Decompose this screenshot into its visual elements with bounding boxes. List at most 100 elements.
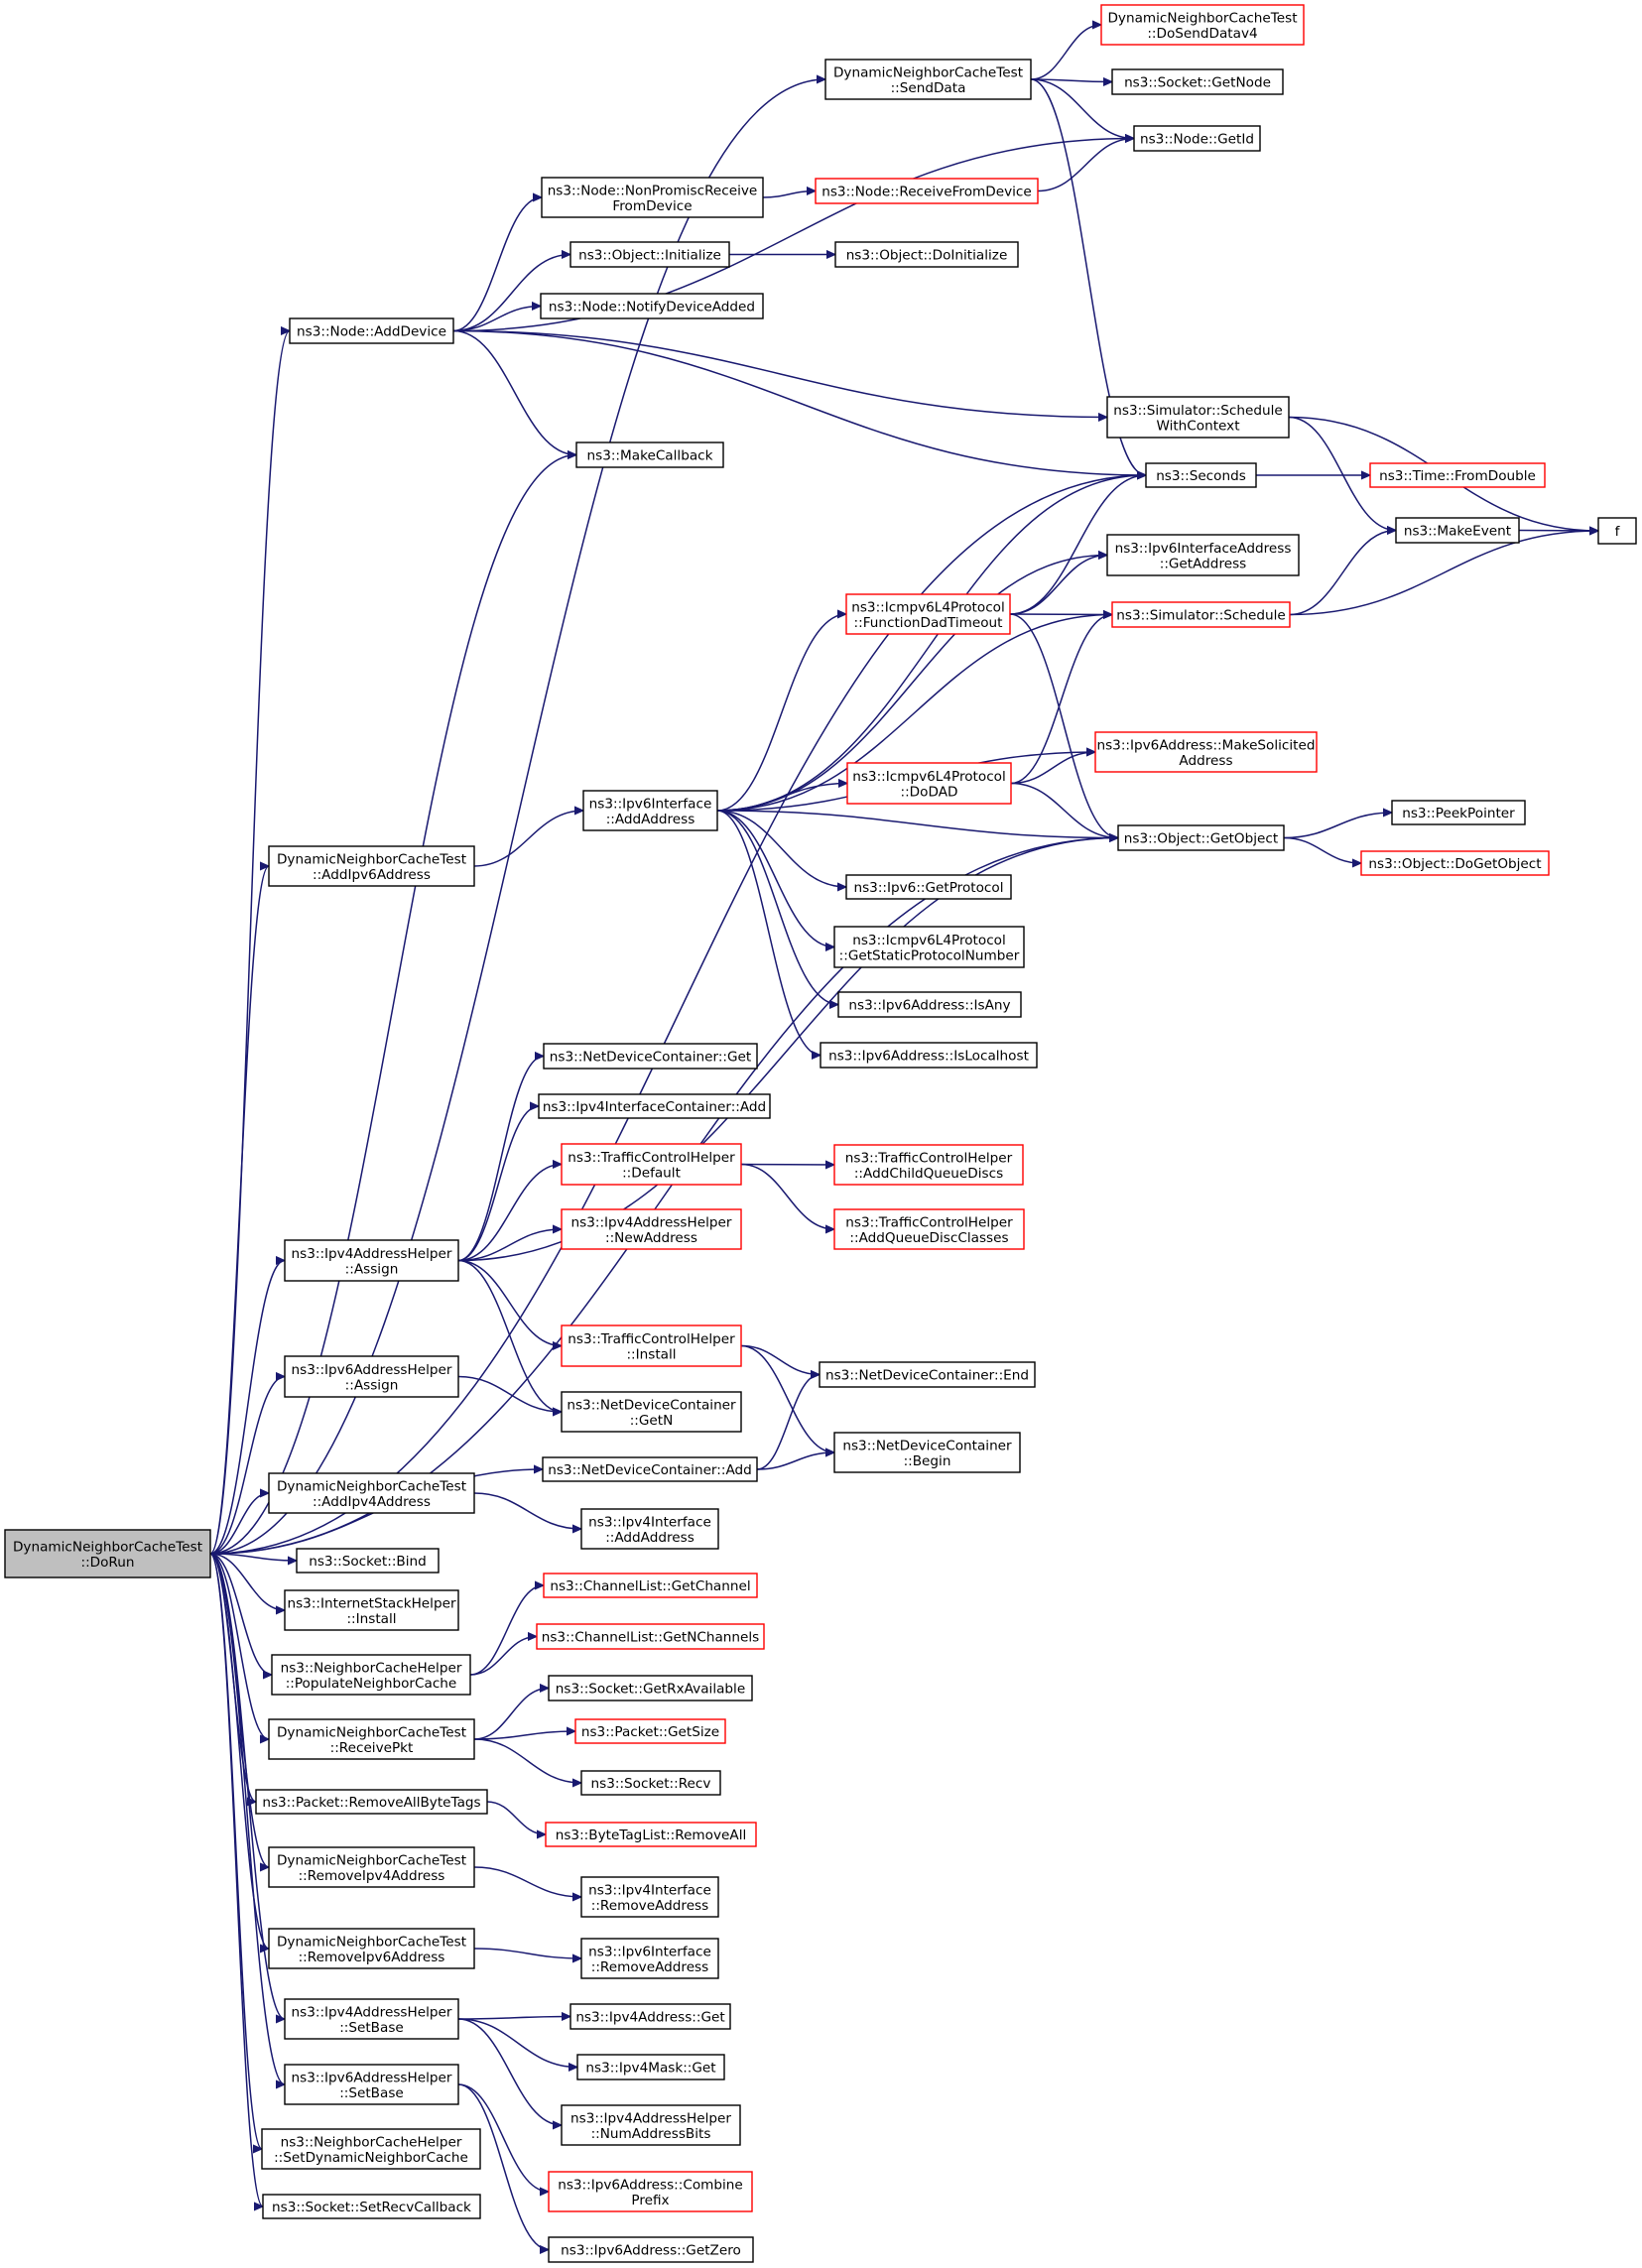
node-ipv6GetProtocol[interactable]: ns3::Ipv6::GetProtocol xyxy=(845,874,1012,900)
node-socketBind[interactable]: ns3::Socket::Bind xyxy=(296,1548,440,1574)
node-socketGetRxAvailable[interactable]: ns3::Socket::GetRxAvailable xyxy=(548,1675,753,1701)
node-tchAddQueueDiscClasses[interactable]: ns3::TrafficControlHelper::AddQueueDiscC… xyxy=(833,1208,1025,1250)
node-objDoInitialize[interactable]: ns3::Object::DoInitialize xyxy=(834,241,1019,268)
node-ipv6AddrHelperSetBase[interactable]: ns3::Ipv6AddressHelper::SetBase xyxy=(284,2064,459,2105)
edge-ipv4AddrHelperAssign-to-ipv4AddrHelperNewAddress xyxy=(457,1229,562,1262)
node-tchInstall[interactable]: ns3::TrafficControlHelper::Install xyxy=(561,1324,742,1367)
node-box xyxy=(820,1042,1038,1069)
node-makeEvent[interactable]: ns3::MakeEvent xyxy=(1395,517,1520,544)
node-box xyxy=(580,1508,719,1550)
node-makeCallback[interactable]: ns3::MakeCallback xyxy=(575,441,724,468)
node-removeIpv6Address[interactable]: DynamicNeighborCacheTest::RemoveIpv6Addr… xyxy=(268,1928,475,1969)
node-populateNeighborCache[interactable]: ns3::NeighborCacheHelper::PopulateNeighb… xyxy=(271,1654,471,1696)
node-receivePkt[interactable]: DynamicNeighborCacheTest::ReceivePkt xyxy=(268,1718,475,1760)
node-ndcEnd[interactable]: ns3::NetDeviceContainer::End xyxy=(819,1361,1036,1388)
node-ipv4MaskGet[interactable]: ns3::Ipv4Mask::Get xyxy=(576,2054,725,2080)
edge-receivePkt-to-socketRecv xyxy=(473,1738,581,1783)
node-removeIpv4Address[interactable]: DynamicNeighborCacheTest::RemoveIpv4Addr… xyxy=(268,1846,475,1888)
node-doSendDatav4[interactable]: DynamicNeighborCacheTest::DoSendDatav4 xyxy=(1100,4,1305,46)
node-box xyxy=(569,2003,731,2030)
edge-ipv6AddrHelperAssign-to-ndcGetN xyxy=(457,1375,562,1413)
node-label: ::AddQueueDiscClasses xyxy=(849,1230,1008,1246)
node-objDoGetObject[interactable]: ns3::Object::DoGetObject xyxy=(1360,850,1550,876)
node-label: ::AddIpv4Address xyxy=(313,1494,431,1510)
node-simSchedule[interactable]: ns3::Simulator::Schedule xyxy=(1111,601,1291,628)
node-timeFromDouble[interactable]: ns3::Time::FromDouble xyxy=(1369,462,1546,488)
node-box xyxy=(846,762,1012,805)
node-peekPointer[interactable]: ns3::PeekPointer xyxy=(1391,800,1526,825)
node-ndcGet[interactable]: ns3::NetDeviceContainer::Get xyxy=(543,1043,758,1070)
node-seconds[interactable]: ns3::Seconds xyxy=(1145,462,1257,488)
node-internetStackInstall[interactable]: ns3::InternetStackHelper::Install xyxy=(284,1589,459,1631)
node-addIpv4Address[interactable]: DynamicNeighborCacheTest::AddIpv4Address xyxy=(268,1472,475,1514)
node-functionDadTimeout[interactable]: ns3::Icmpv6L4Protocol::FunctionDadTimeou… xyxy=(845,593,1011,635)
node-ndcAdd[interactable]: ns3::NetDeviceContainer::Add xyxy=(542,1456,758,1482)
node-ipv4AddrHelperNewAddress[interactable]: ns3::Ipv4AddressHelper::NewAddress xyxy=(561,1208,742,1250)
node-ipv6IsLocalhost[interactable]: ns3::Ipv6Address::IsLocalhost xyxy=(820,1042,1038,1069)
node-notifyDeviceAdded[interactable]: ns3::Node::NotifyDeviceAdded xyxy=(540,293,764,319)
edge-ipv6IfAddAddress-to-ipv6IsLocalhost xyxy=(716,810,821,1056)
node-sendData[interactable]: DynamicNeighborCacheTest::SendData xyxy=(824,59,1032,100)
node-objInitialize[interactable]: ns3::Object::Initialize xyxy=(569,241,730,268)
node-addIpv6Address[interactable]: DynamicNeighborCacheTest::AddIpv6Address xyxy=(268,845,475,887)
edge-tchDefault-to-tchAddQueueDiscClasses xyxy=(740,1163,834,1230)
edge-doRun-to-removeIpv4Address xyxy=(209,1553,269,1867)
node-label: ns3::Ipv4Address::Get xyxy=(575,2010,724,2026)
node-label: ns3::Ipv6Address::IsLocalhost xyxy=(828,1049,1029,1065)
node-ipv6IfAddrGetAddress[interactable]: ns3::Ipv6InterfaceAddress::GetAddress xyxy=(1106,534,1300,576)
node-tchAddChildQueueDiscs[interactable]: ns3::TrafficControlHelper::AddChildQueue… xyxy=(833,1144,1024,1186)
nodes-layer: DynamicNeighborCacheTest::DoRunDynamicNe… xyxy=(4,4,1637,2263)
node-objGetObject[interactable]: ns3::Object::GetObject xyxy=(1117,824,1285,851)
node-getStaticProtocolNumber[interactable]: ns3::Icmpv6L4Protocol::GetStaticProtocol… xyxy=(833,926,1025,968)
node-ipv4AddrHelperSetBase[interactable]: ns3::Ipv4AddressHelper::SetBase xyxy=(284,1998,459,2040)
node-channelListGetNChannels[interactable]: ns3::ChannelList::GetNChannels xyxy=(536,1623,765,1650)
node-label: ns3::PeekPointer xyxy=(1402,806,1515,821)
node-setDynamicNeighborCache[interactable]: ns3::NeighborCacheHelper::SetDynamicNeig… xyxy=(261,2128,481,2170)
node-channelListGetChannel[interactable]: ns3::ChannelList::GetChannel xyxy=(543,1573,758,1598)
node-ndcBegin[interactable]: ns3::NetDeviceContainer::Begin xyxy=(833,1432,1021,1473)
node-receiveFromDevice[interactable]: ns3::Node::ReceiveFromDevice xyxy=(815,178,1039,204)
edge-ipv4AddrHelperAssign-to-tchInstall xyxy=(457,1259,562,1346)
node-setRecvCallback[interactable]: ns3::Socket::SetRecvCallback xyxy=(262,2194,481,2219)
node-doDad[interactable]: ns3::Icmpv6L4Protocol::DoDAD xyxy=(846,762,1012,805)
node-box xyxy=(1597,517,1637,545)
node-label: ns3::Node::NonPromiscReceive xyxy=(548,183,758,198)
edge-addDevice-to-objInitialize xyxy=(452,255,570,332)
node-ipv6IfAddAddress[interactable]: ns3::Ipv6Interface::AddAddress xyxy=(582,790,718,831)
node-addDevice[interactable]: ns3::Node::AddDevice xyxy=(289,317,454,344)
node-ipv6IfRemoveAddress[interactable]: ns3::Ipv6Interface::RemoveAddress xyxy=(580,1938,719,1979)
node-nodeGetId[interactable]: ns3::Node::GetId xyxy=(1133,125,1261,152)
node-ipv6AddrHelperAssign[interactable]: ns3::Ipv6AddressHelper::Assign xyxy=(284,1355,459,1398)
node-tchDefault[interactable]: ns3::TrafficControlHelper::Default xyxy=(561,1143,742,1186)
node-ndcGetN[interactable]: ns3::NetDeviceContainer::GetN xyxy=(561,1391,742,1433)
edge-doRun-to-ipv4AddrHelperAssign xyxy=(209,1261,285,1555)
edge-ipv6AddrHelperSetBase-to-ipv6GetZero xyxy=(457,2083,549,2250)
node-label: ns3::Ipv6InterfaceAddress xyxy=(1115,541,1292,557)
node-numAddressBits[interactable]: ns3::Ipv4AddressHelper::NumAddressBits xyxy=(561,2104,741,2146)
node-ipv6IsAny[interactable]: ns3::Ipv6Address::IsAny xyxy=(837,991,1022,1018)
node-byteTagListRemoveAll[interactable]: ns3::ByteTagList::RemoveAll xyxy=(545,1822,757,1847)
node-ipv4AddressGet[interactable]: ns3::Ipv4Address::Get xyxy=(569,2003,731,2030)
node-label: ns3::NetDeviceContainer::End xyxy=(825,1368,1029,1384)
node-label: ns3::TrafficControlHelper xyxy=(568,1331,735,1347)
node-label: ns3::Socket::GetRxAvailable xyxy=(556,1682,745,1698)
node-box xyxy=(268,1472,475,1514)
node-label: ns3::NetDeviceContainer::Get xyxy=(550,1050,751,1066)
node-ipv6GetZero[interactable]: ns3::Ipv6Address::GetZero xyxy=(548,2236,754,2263)
node-ipv4AddrHelperAssign[interactable]: ns3::Ipv4AddressHelper::Assign xyxy=(284,1239,459,1282)
node-ipv4IfcAdd[interactable]: ns3::Ipv4InterfaceContainer::Add xyxy=(538,1093,771,1119)
node-f[interactable]: f xyxy=(1597,517,1637,545)
node-socketRecv[interactable]: ns3::Socket::Recv xyxy=(580,1770,721,1796)
node-removeAllByteTags[interactable]: ns3::Packet::RemoveAllByteTags xyxy=(255,1789,488,1815)
node-packetGetSize[interactable]: ns3::Packet::GetSize xyxy=(574,1718,726,1744)
edge-scheduleWithContext-to-makeEvent xyxy=(1288,416,1396,531)
node-ipv4IfRemoveAddress[interactable]: ns3::Ipv4Interface::RemoveAddress xyxy=(580,1876,719,1918)
node-ipv4IfAddAddress[interactable]: ns3::Ipv4Interface::AddAddress xyxy=(580,1508,719,1550)
node-socketGetNode[interactable]: ns3::Socket::GetNode xyxy=(1111,68,1284,95)
node-box xyxy=(284,1589,459,1631)
edge-nonPromisc-to-receiveFromDevice xyxy=(762,191,816,198)
